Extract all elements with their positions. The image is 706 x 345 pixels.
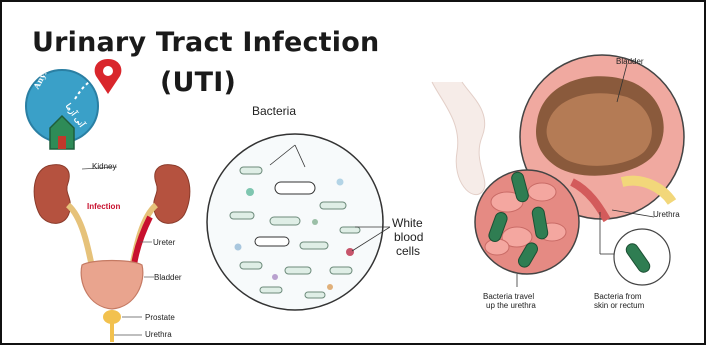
label-bacteria-from-1: Bacteria from bbox=[594, 292, 642, 301]
label-white-blood-cells-1: White bbox=[392, 216, 423, 230]
label-ureter: Ureter bbox=[153, 238, 175, 247]
label-bacteria: Bacteria bbox=[252, 104, 296, 118]
label-white-blood-cells-2: blood bbox=[394, 230, 423, 244]
label-bacteria-travel-1: Bacteria travel bbox=[483, 292, 534, 301]
title-line2: (UTI) bbox=[160, 67, 236, 98]
label-kidney: Kidney bbox=[92, 162, 116, 171]
bladder-infection-illustration bbox=[422, 42, 702, 342]
label-bacteria-travel-2: up the urethra bbox=[486, 301, 536, 310]
label-prostate: Prostate bbox=[145, 313, 175, 322]
label-white-blood-cells-3: cells bbox=[396, 244, 420, 258]
label-bladder-left: Bladder bbox=[154, 273, 182, 282]
label-urethra-left: Urethra bbox=[145, 330, 172, 339]
label-urethra-right: Urethra bbox=[653, 210, 680, 219]
label-bacteria-from-2: skin or rectum bbox=[594, 301, 644, 310]
label-bladder-right: Bladder bbox=[616, 57, 644, 66]
label-infection: Infection bbox=[87, 202, 120, 211]
microscope-view bbox=[200, 127, 390, 317]
